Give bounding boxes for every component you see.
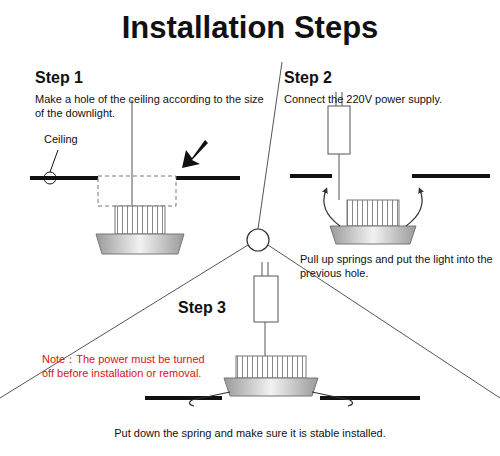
part-label: Ceiling xyxy=(44,132,104,146)
instruction-text: Connect the 220V power supply. xyxy=(284,92,494,106)
instruction-text: Make a hole of the ceiling according to … xyxy=(35,92,270,121)
step1-illustration xyxy=(30,100,240,254)
section-divider xyxy=(0,62,500,398)
instruction-text: Pull up springs and put the light into t… xyxy=(300,252,496,281)
step2-illustration xyxy=(290,92,490,244)
step3-illustration xyxy=(145,262,420,406)
step-heading: Step 3 xyxy=(178,298,248,319)
title: Installation Steps xyxy=(0,8,500,48)
instruction-text: Put down the spring and make sure it is … xyxy=(60,426,440,440)
step-heading: Step 2 xyxy=(284,68,404,89)
warning-note: Note：The power must be turned off before… xyxy=(42,352,212,381)
step-heading: Step 1 xyxy=(35,68,155,89)
